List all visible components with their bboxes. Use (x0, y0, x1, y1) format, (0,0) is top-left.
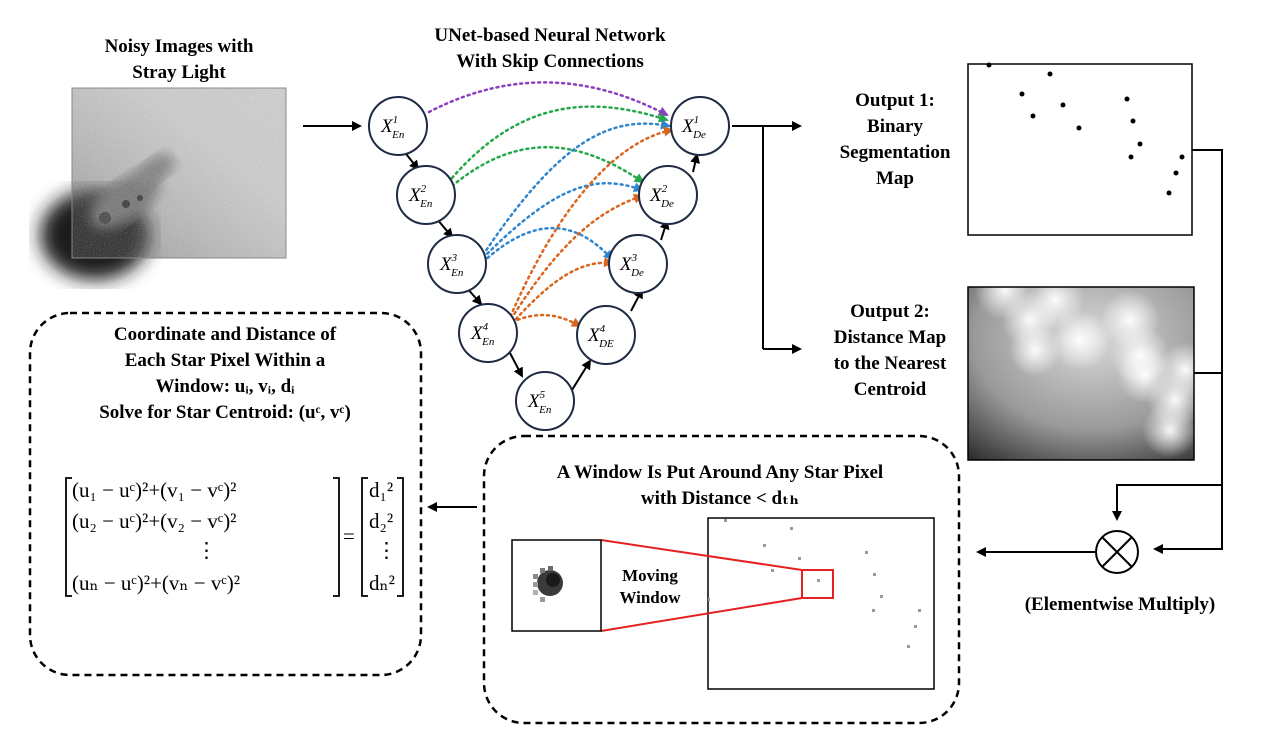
equation-row-2: (u₂ − uᶜ)²+(v₂ − vᶜ)² (72, 509, 236, 533)
output2-line-3: to the Nearest (833, 353, 947, 374)
equation-rhs-1: d₁² (369, 478, 393, 502)
solver-line-3: Window: uᵢ, vᵢ, dᵢ (155, 376, 295, 397)
output1-line-4: Map (876, 168, 914, 189)
solver-line-1: Coordinate and Distance of (113, 324, 337, 345)
equation-rhs-n: dₙ² (369, 571, 395, 595)
unet-title-line-1: UNet-based Neural Network (434, 25, 666, 46)
moving-line-2: Window (619, 588, 681, 607)
window-box (482, 434, 961, 725)
moving-window-label: Moving Window (605, 565, 695, 609)
output1-line-1: Output 1: (855, 90, 935, 111)
window-description: A Window Is Put Around Any Star Pixel wi… (500, 460, 940, 512)
equation-rhs-2: d₂² (369, 509, 393, 533)
multiply-text: (Elementwise Multiply) (1024, 594, 1216, 615)
equation-row-n: (uₙ − uᶜ)²+(vₙ − vᶜ)² (72, 571, 240, 595)
skip-connections (427, 81, 674, 330)
window-line-2: with Distance < dₜₕ (640, 488, 800, 509)
centroid-equation: (u₁ − uᶜ)²+(v₁ − vᶜ)² (u₂ − uᶜ)²+(v₂ − v… (65, 477, 404, 597)
binary-segmentation-map (967, 62, 1193, 236)
elementwise-multiply-label: (Elementwise Multiply) (990, 592, 1250, 618)
output2-line-2: Distance Map (833, 327, 947, 348)
window-line-1: A Window Is Put Around Any Star Pixel (556, 462, 884, 483)
output1-line-2: Binary (867, 116, 923, 137)
noisy-title-line-2: Stray Light (132, 62, 226, 83)
equation-rhs-ellipsis: ⋮ (376, 538, 397, 562)
solver-line-2: Each Star Pixel Within a (124, 350, 326, 371)
output1-line-3: Segmentation (839, 142, 951, 163)
unet-title: UNet-based Neural Network With Skip Conn… (400, 23, 700, 75)
output-branch-arrows (732, 121, 802, 354)
equation-equals: = (343, 524, 355, 548)
moving-line-1: Moving (622, 566, 678, 585)
output2-line-1: Output 2: (850, 301, 930, 322)
equation-row-1: (u₁ − uᶜ)²+(v₁ − vᶜ)² (72, 478, 236, 502)
window-illustration (511, 517, 935, 690)
distance-map (967, 286, 1195, 461)
noisy-title-line-1: Noisy Images with (104, 36, 254, 57)
noisy-image-title: Noisy Images with Stray Light (79, 34, 279, 86)
output2-line-4: Centroid (853, 379, 927, 400)
star-pixel-zoom (533, 566, 563, 602)
unet-title-line-2: With Skip Connections (456, 51, 644, 72)
solver-description: Coordinate and Distance of Each Star Pix… (50, 322, 400, 426)
solver-line-4: Solve for Star Centroid: (uᶜ, vᶜ) (99, 402, 351, 423)
output1-label: Output 1: Binary Segmentation Map (820, 88, 970, 192)
noisy-input-image (40, 87, 287, 280)
output2-label: Output 2: Distance Map to the Nearest Ce… (805, 299, 975, 403)
multiply-input-lines (1112, 149, 1223, 554)
equation-row-ellipsis: ⋮ (196, 538, 217, 562)
multiply-operator-icon (1095, 530, 1139, 574)
